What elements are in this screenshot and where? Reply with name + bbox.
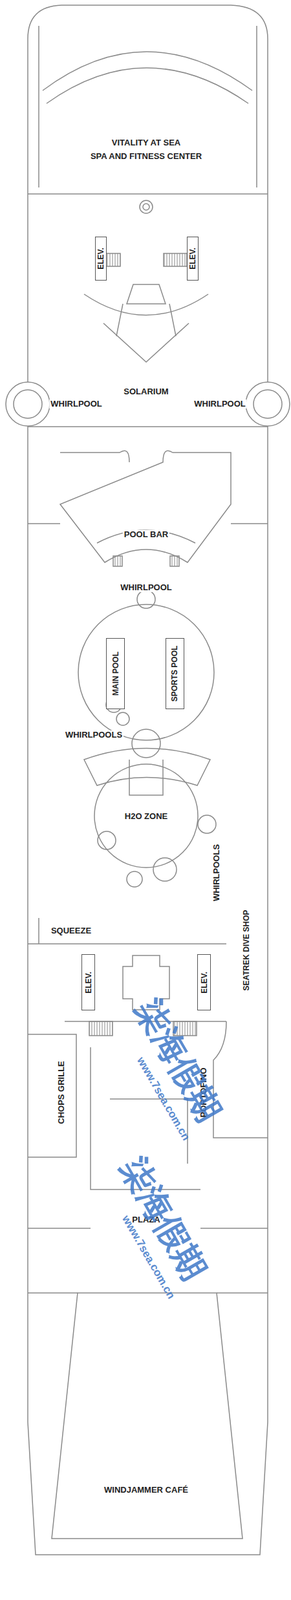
pool-box: MAIN POOL [106,638,125,710]
area-name: SPA AND FITNESS CENTER [89,151,204,162]
area-name: CHOPS GRILLE [56,1059,66,1126]
whirlpool-label: WHIRLPOOLS [64,730,124,740]
whirlpool-label: WHIRLPOOL [118,583,173,593]
area-name: MAIN POOL [111,651,120,696]
pool-box: SPORTS POOL [165,638,185,710]
area-name: VITALITY AT SEA [110,138,182,148]
area-name: ELEV. [200,971,209,994]
area-name: ELEV. [97,247,105,270]
area-name: H2O ZONE [123,812,169,822]
area-name: SOLARIUM [122,387,170,397]
area-name: ELEV. [188,247,197,270]
area-name: SEATREK DIVE SHOP [242,908,251,992]
whirlpool-label: WHIRLPOOL [49,399,103,409]
whirlpool-label: WHIRLPOOLS [212,843,222,903]
area-name: WINDJAMMER CAFÉ [102,1486,190,1496]
elevator-box: ELEV. [81,954,96,1011]
elevator-box: ELEV. [197,954,211,1011]
area-name: SPORTS POOL [171,646,180,703]
area-name: SQUEEZE [49,926,93,936]
elevator-box: ELEV. [95,236,107,281]
elevator-box: ELEV. [186,236,199,281]
area-name: POOL BAR [122,530,170,540]
whirlpool-label: WHIRLPOOL [192,399,247,409]
area-name: ELEV. [84,971,93,994]
